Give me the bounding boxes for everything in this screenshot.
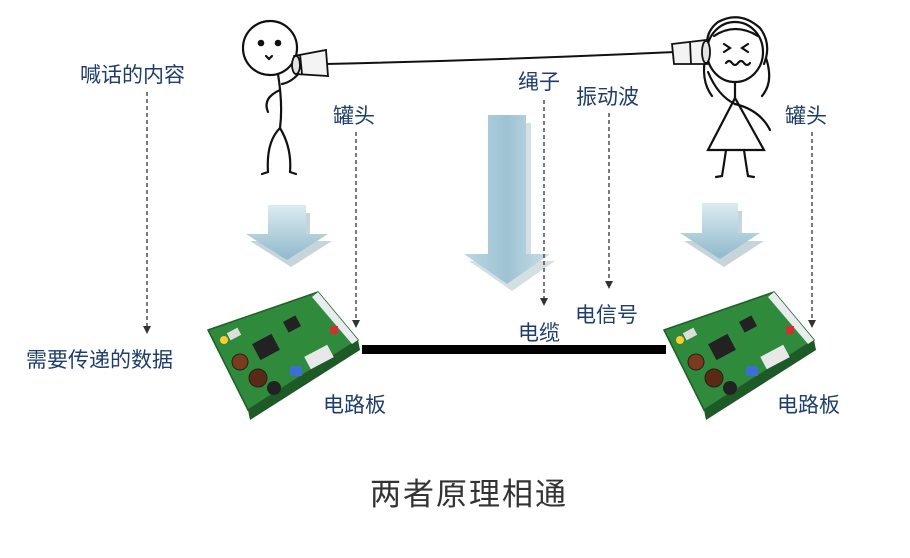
leader-lines [146,92,813,328]
boy-figure [241,19,302,176]
leader-arrowheads [143,281,816,334]
center-down-arrow [464,115,555,291]
label-shout-content: 喊话的内容 [80,63,185,87]
right-cup-icon [671,38,711,65]
label-board-left: 电路板 [323,393,386,417]
label-rope: 绳子 [518,70,560,94]
label-cable: 电缆 [518,321,560,345]
caption: 两者原理相通 [370,477,568,513]
label-can-left: 罐头 [333,104,375,128]
label-vibration-wave: 振动波 [576,85,639,109]
rope-line [324,51,676,65]
label-can-right: 罐头 [785,104,827,128]
cable-line [362,345,666,354]
left-cup-icon [291,48,329,77]
label-electric-signal: 电信号 [575,303,638,327]
label-board-right: 电路板 [777,393,840,417]
right-down-arrow [680,203,764,267]
left-down-arrow [246,205,332,267]
right-circuit-board [662,291,816,420]
girl-figure [702,16,772,179]
left-circuit-board [206,291,360,420]
label-data-to-send: 需要传递的数据 [26,348,173,372]
